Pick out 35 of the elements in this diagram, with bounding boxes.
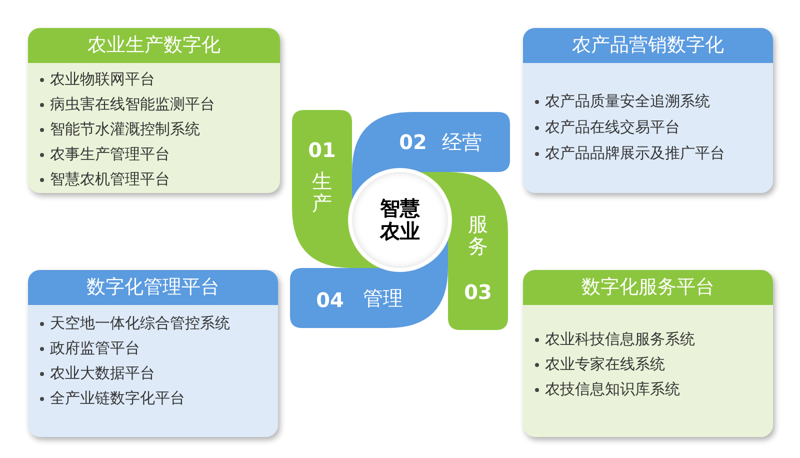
bullet-item: 智能节水灌溉控制系统 <box>40 119 268 140</box>
bullet-item: 智慧农机管理平台 <box>40 169 268 190</box>
petal-shape <box>352 112 510 200</box>
card-header: 农业生产数字化 <box>28 28 280 63</box>
bullet-item: 农业专家在线系统 <box>535 354 761 375</box>
bullet-item: 农产品质量安全追溯系统 <box>535 91 761 112</box>
step-label: 03 <box>464 279 492 306</box>
step-label: 服务 <box>468 213 488 257</box>
bullet-item: 政府监管平台 <box>40 338 266 359</box>
card-header: 农产品营销数字化 <box>523 28 773 63</box>
petal-shape <box>292 110 380 268</box>
bullet-item: 病虫害在线智能监测平台 <box>40 94 268 115</box>
petal-shape <box>420 172 508 330</box>
step-number: 01 <box>308 137 336 164</box>
bullet-item: 农技信息知识库系统 <box>535 379 761 400</box>
category-card <box>28 28 280 193</box>
card-header: 数字化管理平台 <box>28 270 278 305</box>
bullet-item: 农产品品牌展示及推广平台 <box>535 143 761 164</box>
bullet-item: 天空地一体化综合管控系统 <box>40 313 266 334</box>
card-header: 数字化服务平台 <box>523 270 773 305</box>
bullet-item: 农业物联网平台 <box>40 69 268 90</box>
petal-shape <box>290 240 448 328</box>
step-number: 02 <box>399 129 427 156</box>
bullet-item: 农业大数据平台 <box>40 363 266 384</box>
category-card <box>523 28 773 193</box>
step-number: 04 <box>316 287 344 314</box>
bullet-item: 农产品在线交易平台 <box>535 117 761 138</box>
bullet-item: 农事生产管理平台 <box>40 144 268 165</box>
bullet-item: 农业科技信息服务系统 <box>535 329 761 350</box>
category-card <box>28 270 278 437</box>
step-label: 经营 <box>442 129 482 156</box>
step-label: 管理 <box>363 285 403 312</box>
category-card <box>523 270 773 437</box>
step-label: 生产 <box>312 170 332 214</box>
bullet-item: 全产业链数字化平台 <box>40 388 266 409</box>
